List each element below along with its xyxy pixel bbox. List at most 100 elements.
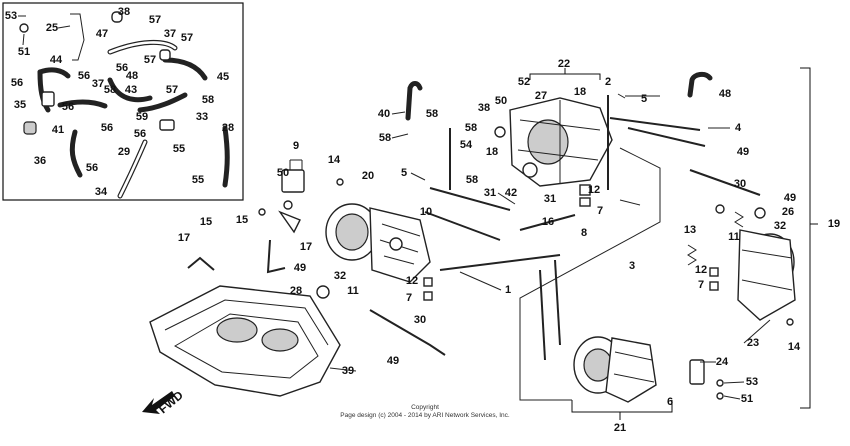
callout-58: 58 (465, 122, 477, 134)
callout-53: 53 (5, 10, 17, 22)
callout-57: 57 (181, 32, 193, 44)
callout-19: 19 (828, 218, 840, 230)
callout-37: 37 (92, 78, 104, 90)
callout-52: 52 (518, 76, 530, 88)
assembly-bracket-22 (529, 68, 601, 80)
callout-29: 29 (118, 146, 130, 158)
callout-30: 30 (734, 178, 746, 190)
callout-53: 53 (746, 376, 758, 388)
callout-7: 7 (406, 292, 412, 304)
callout-32: 32 (774, 220, 786, 232)
callout-56: 56 (86, 162, 98, 174)
callout-2: 2 (605, 76, 611, 88)
callout-14: 14 (788, 341, 801, 353)
copyright-line2: Page design (c) 2004 - 2014 by ARI Netwo… (340, 412, 510, 419)
callout-56: 56 (62, 101, 74, 113)
callout-31: 31 (544, 193, 556, 205)
callout-51: 51 (18, 46, 30, 58)
copyright-line1: Copyright (411, 404, 439, 411)
callout-58: 58 (466, 174, 478, 186)
callout-28: 28 (290, 285, 302, 297)
callout-26: 26 (782, 206, 794, 218)
callout-49: 49 (294, 262, 306, 274)
callout-49: 49 (784, 192, 796, 204)
air-chamber-39 (149, 285, 341, 397)
callout-48: 48 (719, 88, 731, 100)
callout-17: 17 (178, 232, 190, 244)
callout-42: 42 (505, 187, 517, 199)
callout-43: 43 (125, 84, 137, 96)
forward-arrow-icon (142, 391, 175, 414)
callout-12: 12 (588, 184, 600, 196)
callout-58: 58 (379, 132, 391, 144)
linkage-rods (187, 71, 761, 401)
callout-12: 12 (695, 264, 707, 276)
callout-15: 15 (200, 216, 212, 228)
callout-41: 41 (52, 124, 64, 136)
callout-37: 37 (164, 28, 176, 40)
callout-58: 58 (202, 94, 214, 106)
callout-5: 5 (401, 167, 407, 179)
callout-14: 14 (328, 154, 341, 166)
callout-45: 45 (217, 71, 229, 83)
callout-59: 59 (136, 111, 148, 123)
callout-15: 15 (236, 214, 248, 226)
callout-50: 50 (495, 95, 507, 107)
callout-57: 57 (144, 54, 156, 66)
callout-11: 11 (347, 285, 359, 297)
callout-57: 57 (149, 14, 161, 26)
callout-24: 24 (716, 356, 729, 368)
callout-3: 3 (629, 260, 635, 272)
callout-9: 9 (293, 140, 299, 152)
callout-6: 6 (667, 396, 673, 408)
callout-4: 4 (735, 122, 742, 134)
callout-56: 56 (116, 62, 128, 74)
callout-55: 55 (173, 143, 185, 155)
carburetor-22 (509, 97, 613, 187)
callout-49: 49 (737, 146, 749, 158)
callout-50: 50 (277, 167, 289, 179)
callout-55: 55 (192, 174, 204, 186)
callout-12: 12 (406, 275, 418, 287)
callout-7: 7 (698, 279, 704, 291)
callout-56: 56 (134, 128, 146, 140)
callout-36: 36 (34, 155, 46, 167)
callout-18: 18 (574, 86, 586, 98)
callout-58: 58 (104, 84, 116, 96)
carburetor-20 (325, 203, 431, 283)
callout-31: 31 (484, 187, 496, 199)
callout-1: 1 (505, 284, 511, 296)
carburetor-23 (737, 229, 796, 321)
callout-11: 11 (728, 231, 740, 243)
assembly-bracket-21 (571, 400, 673, 420)
callout-27: 27 (535, 90, 547, 102)
callout-16: 16 (542, 216, 554, 228)
callout-51: 51 (741, 393, 753, 405)
callout-56: 56 (78, 70, 90, 82)
part-labels: 53 25 38 57 37 57 51 47 44 56 57 45 48 5… (5, 6, 840, 434)
leader-lines (18, 15, 771, 400)
callout-33: 33 (196, 111, 208, 123)
copyright-notice: Copyright Page design (c) 2004 - 2014 by… (0, 404, 850, 420)
hose-inset-frame (2, 2, 244, 201)
callout-34: 34 (95, 186, 108, 198)
callout-30: 30 (414, 314, 426, 326)
callout-32: 32 (334, 270, 346, 282)
callout-20: 20 (362, 170, 374, 182)
callout-47: 47 (96, 28, 108, 40)
callout-40: 40 (378, 108, 390, 120)
callout-56: 56 (11, 77, 23, 89)
inset-hoses (19, 11, 230, 199)
callout-56: 56 (101, 122, 113, 134)
callout-8: 8 (581, 227, 587, 239)
callout-18: 18 (486, 146, 498, 158)
callout-17: 17 (300, 241, 312, 253)
carburetor-21 (573, 336, 657, 403)
assembly-bracket-19 (800, 67, 818, 409)
hardware-pieces (258, 126, 794, 400)
callout-39: 39 (342, 365, 354, 377)
callout-22: 22 (558, 58, 570, 70)
callout-57: 57 (166, 84, 178, 96)
callout-54: 54 (460, 139, 473, 151)
